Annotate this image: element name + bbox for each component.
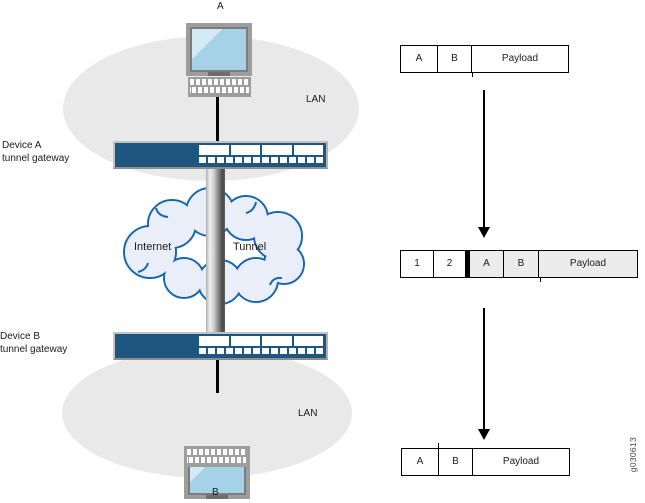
lan-bottom-label: LAN bbox=[298, 408, 318, 419]
lan-top-label: LAN bbox=[306, 94, 326, 105]
divider-tick bbox=[472, 72, 473, 77]
monitor-stand bbox=[208, 72, 230, 76]
keyboard-keys bbox=[187, 457, 246, 463]
packet-cell: B bbox=[439, 449, 473, 475]
monitor-stand bbox=[206, 495, 228, 499]
divider-tick bbox=[540, 277, 541, 282]
delivered-packet-row: A B Payload bbox=[401, 448, 570, 476]
decapsulation-arrow bbox=[483, 308, 485, 430]
packet-cell: Payload bbox=[501, 53, 539, 64]
arrow-down-icon bbox=[478, 227, 490, 238]
device-a-gateway-icon bbox=[113, 141, 328, 169]
host-a-monitor-icon bbox=[186, 23, 252, 76]
monitor-bezel bbox=[190, 27, 248, 72]
device-a-label-line1: Device A bbox=[2, 140, 42, 151]
device-b-label-line2: tunnel gateway bbox=[0, 344, 68, 355]
original-packet-row: A B Payload bbox=[400, 45, 569, 73]
host-a-keyboard-icon bbox=[188, 77, 251, 97]
packet-cell: Payload bbox=[502, 456, 540, 467]
packet-cell: A bbox=[401, 46, 438, 72]
keyboard-keys bbox=[190, 79, 249, 85]
host-b-cable bbox=[216, 360, 219, 393]
switch-ports bbox=[199, 145, 323, 163]
figure-id: g030613 bbox=[628, 437, 638, 473]
tunnel-label: Tunnel bbox=[233, 241, 267, 253]
tunnel-pipe bbox=[206, 168, 225, 333]
keyboard-keys bbox=[190, 87, 249, 93]
packet-cell: B bbox=[504, 251, 539, 277]
host-a-label: A bbox=[217, 1, 224, 12]
switch-ports bbox=[199, 336, 323, 354]
packet-cell: 1 bbox=[401, 251, 434, 277]
monitor-screen bbox=[192, 29, 246, 70]
device-a-label-line2: tunnel gateway bbox=[2, 153, 70, 164]
packet-cell: Payload bbox=[539, 251, 637, 277]
encapsulation-arrow bbox=[483, 90, 485, 228]
device-a-label: Device A tunnel gateway bbox=[2, 139, 69, 165]
divider-tick bbox=[438, 443, 439, 448]
packet-cell: B bbox=[438, 46, 472, 72]
host-b-keyboard-icon bbox=[185, 447, 248, 467]
device-b-label-line1: Device B bbox=[0, 331, 41, 342]
host-a-cable bbox=[216, 97, 219, 141]
host-b-label: B bbox=[212, 487, 219, 498]
arrow-down-icon bbox=[478, 429, 490, 440]
keyboard-keys bbox=[187, 449, 246, 455]
encapsulated-packet-row: 1 2 A B Payload bbox=[400, 250, 638, 278]
device-b-label: Device B tunnel gateway bbox=[0, 330, 67, 356]
packet-cell: 2 bbox=[434, 251, 466, 277]
packet-cell: A bbox=[402, 449, 439, 475]
encapsulation-divider bbox=[466, 251, 470, 277]
packet-cell: A bbox=[470, 251, 504, 277]
device-b-gateway-icon bbox=[113, 332, 328, 360]
internet-label: Internet bbox=[134, 241, 172, 253]
